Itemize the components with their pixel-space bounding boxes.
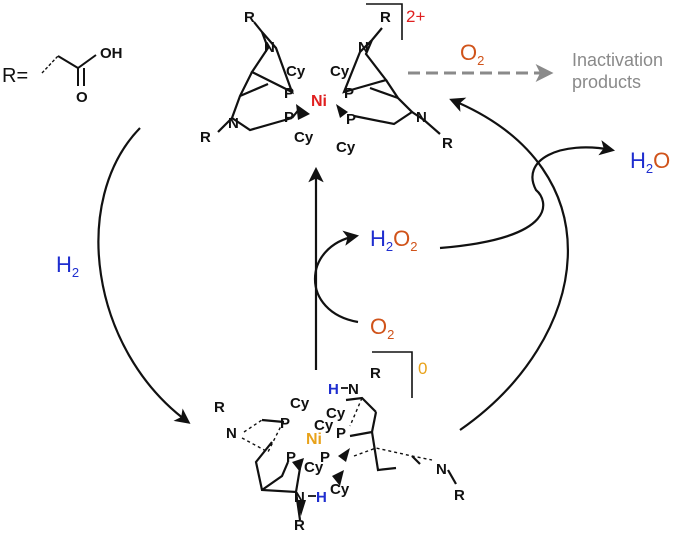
atom-r: R (244, 9, 255, 26)
acid-chain (57, 54, 97, 70)
atom-r: R (380, 9, 391, 26)
left-arc-arrow (97, 127, 191, 424)
water-product-label: H2O (630, 148, 670, 176)
o2-reagent-label: O2 (460, 40, 484, 68)
atom-n: N (294, 489, 305, 506)
atom-p: P (284, 85, 294, 102)
inactivation-products-line1: Inactivation (572, 50, 663, 70)
r-group-label: R= (2, 65, 28, 87)
atom-cy: Cy (326, 405, 346, 422)
atom-cy: Cy (314, 417, 334, 434)
atom-r: R (214, 399, 225, 416)
atom-cy: Cy (330, 63, 350, 80)
o2-to-h2o2-arrow (313, 230, 360, 324)
charge-bracket (372, 351, 413, 398)
charge-bracket (366, 3, 403, 40)
inactivation-pathway: O2 Inactivation products (408, 40, 663, 92)
atom-cy: Cy (330, 481, 350, 498)
atom-h: H (328, 381, 339, 398)
atom-cy: Cy (294, 129, 314, 146)
right-arc-arrow (449, 97, 569, 431)
attachment-bond (41, 55, 59, 74)
atom-n: N (264, 39, 275, 56)
ni2-complex: R N Cy P N R P Cy Ni R N Cy P P N R Cy 2… (200, 3, 453, 156)
atom-r: R (442, 135, 453, 152)
inactivation-products-line2: products (572, 72, 641, 92)
atom-n: N (436, 461, 447, 478)
carbonyl-oxygen-label: O (76, 89, 88, 106)
atom-p: P (286, 449, 296, 466)
atom-n: N (348, 381, 359, 398)
charge-zero: 0 (418, 359, 427, 378)
atom-r: R (294, 517, 305, 534)
hydroxyl-label: OH (100, 45, 123, 62)
h2o2-to-water-arrow (439, 140, 616, 250)
atom-r: R (200, 129, 211, 146)
r-group-definition: R= OH O (2, 45, 123, 106)
atom-p: P (284, 109, 294, 126)
atom-n: N (416, 109, 427, 126)
charge-2plus: 2+ (406, 7, 425, 26)
atom-cy: Cy (286, 63, 306, 80)
atom-cy: Cy (336, 139, 356, 156)
h2o2-product-label: H2O2 (370, 226, 417, 254)
atom-cy: Cy (304, 459, 324, 476)
atom-n: N (228, 115, 239, 132)
atom-cy: Cy (290, 395, 310, 412)
atom-r: R (370, 365, 381, 382)
atom-p: P (344, 85, 354, 102)
atom-n: N (358, 39, 369, 56)
atom-h: H (316, 489, 327, 506)
atom-p: P (336, 425, 346, 442)
atom-p: P (280, 415, 290, 432)
atom-p: P (346, 111, 356, 128)
ni0-complex: 0 R N Cy P P Cy N H R Ni (214, 351, 465, 534)
atom-r: R (454, 487, 465, 504)
atom-p: P (320, 449, 330, 466)
h2-reagent-label: H2 (56, 252, 79, 280)
o2-center-label: O2 (370, 314, 394, 342)
atom-ni-metal: Ni (311, 93, 327, 110)
cycle-arrows (97, 97, 616, 431)
atom-n: N (226, 425, 237, 442)
atom-ni-metal: Ni (306, 431, 322, 448)
